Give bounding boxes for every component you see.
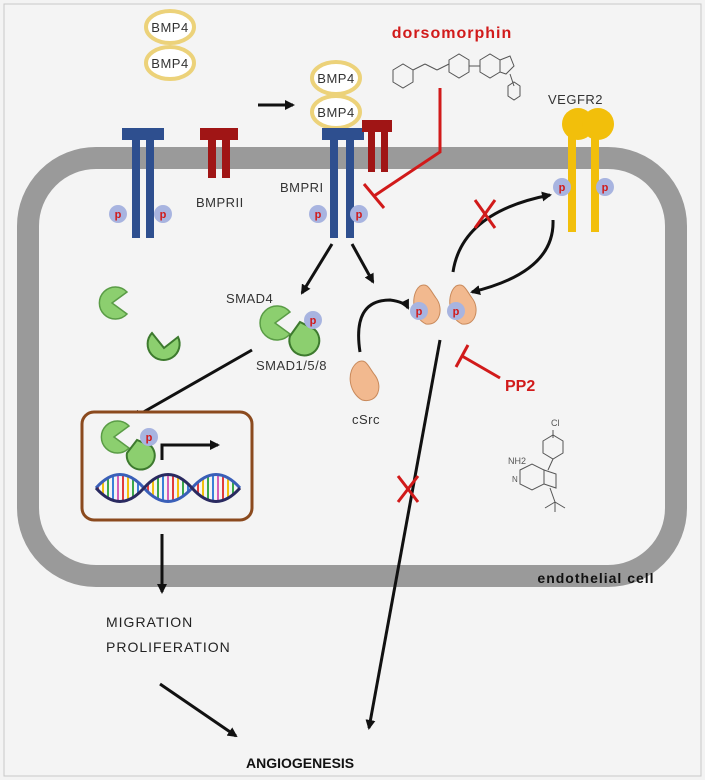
bmp4-ring-free-1 <box>144 9 196 45</box>
bmpri-bound-stem-b <box>346 128 354 238</box>
bmp4-label-free-2: BMP4 <box>151 56 188 71</box>
smad4-label: SMAD4 <box>226 291 273 306</box>
phospho-bubble <box>350 205 368 223</box>
bmpri-unbound <box>122 128 164 238</box>
vegfr2-head-right <box>582 108 614 140</box>
bmprii-unbound <box>200 128 238 178</box>
smad4-pacman-nuclear <box>100 420 131 454</box>
chlorine-label: Cl <box>551 418 560 428</box>
bmpri-cap-r <box>154 128 164 140</box>
bmprii-stem-a <box>208 128 216 178</box>
red-x-icon <box>473 199 497 229</box>
bmpri-stem-left-a <box>132 128 140 238</box>
phospho-vegfr2-pair: p p <box>553 178 614 196</box>
bmpri-to-smad-arrow <box>300 243 334 295</box>
phospho-label: p <box>453 306 460 318</box>
smad4-pacman <box>259 305 292 341</box>
phospho-bubble <box>596 178 614 196</box>
vegfr2-stem-a <box>568 132 576 232</box>
free-bmp4: BMP4 BMP4 <box>144 9 196 81</box>
nitrogen-label: N <box>512 475 518 484</box>
bmpri-stem-left-b <box>146 128 154 238</box>
bmpri-label: BMPRI <box>280 180 324 195</box>
phospho-bubble <box>309 205 327 223</box>
phospho-bubble <box>154 205 172 223</box>
smad-pacman-free-2 <box>146 331 181 361</box>
phospho-label: p <box>559 182 566 194</box>
vegfr2-stem-b <box>591 132 599 232</box>
phospho-label: p <box>160 209 167 221</box>
bmprii-cap <box>200 128 238 140</box>
smad-pacman-free-1 <box>98 286 129 320</box>
pp2-inhibition-line <box>461 354 501 380</box>
dorsomorphin-structure-icon <box>392 53 521 101</box>
csrc-inactive <box>349 360 380 402</box>
outcome-to-angiogenesis-arrow <box>159 682 238 738</box>
dna-double-helix-icon <box>94 473 242 503</box>
outcome-migration: MIGRATION <box>106 614 193 630</box>
bmprii-bound <box>362 120 392 172</box>
vegfr2-to-src-arrow <box>470 219 555 295</box>
bmp4-ring-free-2 <box>144 45 196 81</box>
csrc-activation-arrow <box>357 298 410 353</box>
phospho-label: p <box>315 209 322 221</box>
smad158-pacman-nuclear <box>125 438 156 471</box>
vegfr2-receptor <box>562 108 614 232</box>
dorsomorphin-inhibition-line <box>373 88 442 198</box>
vegfr2-label: VEGFR2 <box>548 92 603 107</box>
pp2-label: PP2 <box>505 378 535 395</box>
smad158-pacman <box>288 320 321 357</box>
bound-bmp4: BMP4 BMP4 <box>310 60 362 130</box>
bmp4-label-bound-2: BMP4 <box>317 105 354 120</box>
phospho-bubble <box>304 311 322 329</box>
bmpri-bound <box>322 128 364 238</box>
bmp4-label-free-1: BMP4 <box>151 20 188 35</box>
phospho-bubble <box>410 302 428 320</box>
outcome-proliferation: PROLIFERATION <box>106 639 231 655</box>
bmpri-bound-cap <box>322 128 364 140</box>
bmprii-bound-stem-a <box>368 120 375 172</box>
phospho-label: p <box>416 306 423 318</box>
phospho-left-pair: p p <box>109 205 172 223</box>
phospho-bubble <box>447 302 465 320</box>
phospho-bubble <box>109 205 127 223</box>
nucleus <box>80 410 254 522</box>
phospho-label: p <box>115 209 122 221</box>
bmprii-stem-b <box>222 128 230 178</box>
csrc-label: cSrc <box>352 412 380 427</box>
endothelial-cell-label: endothelial cell <box>537 570 654 586</box>
dorsomorphin-label: dorsomorphin <box>392 25 512 42</box>
phospho-bubble <box>140 428 158 446</box>
bmpri-bound-stem-a <box>330 128 338 238</box>
phospho-label: p <box>310 315 317 327</box>
bmprii-label: BMPRII <box>196 195 244 210</box>
src-to-angiogenesis-arrow <box>365 339 442 730</box>
bmp4-label-bound-1: BMP4 <box>317 71 354 86</box>
dorsomorphin-t-bar-icon <box>362 183 386 209</box>
transcription-arrow <box>160 440 220 460</box>
angiogenesis-label: ANGIOGENESIS <box>246 755 354 771</box>
bmpri-to-src-arrow <box>350 243 375 284</box>
phospho-label: p <box>602 182 609 194</box>
bmprii-bound-stem-b <box>381 120 388 172</box>
phospho-bubble <box>553 178 571 196</box>
amine-label: NH2 <box>508 456 526 466</box>
smad158-label: SMAD1/5/8 <box>256 358 327 373</box>
bmpri-cap-l <box>122 128 132 140</box>
phospho-label: p <box>146 432 153 444</box>
phospho-bound-pair: p p <box>309 205 368 223</box>
phospho-label: p <box>356 209 363 221</box>
src-to-vegfr2-arrow <box>451 191 552 273</box>
pp2-structure-icon: Cl NH2 N <box>508 418 566 512</box>
csrc-active-pair: p p <box>410 284 477 325</box>
smad-to-nucleus-arrow <box>131 348 253 420</box>
red-x-icon <box>396 475 420 503</box>
